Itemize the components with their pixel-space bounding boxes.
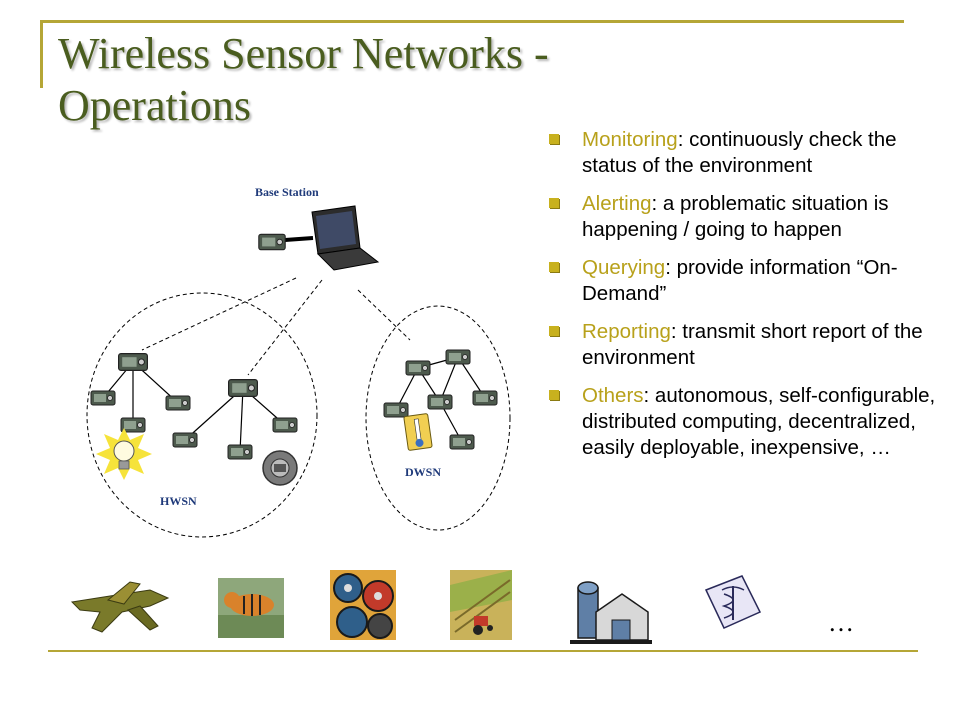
slide-title-line-2: Operations [58,81,252,130]
uplink-line [357,289,411,341]
hwsn-mote-icon [227,444,253,460]
dwsn-cluster-boundary [365,305,511,531]
bullet-square-icon [549,262,559,272]
dwsn-mote-icon [383,402,409,418]
bullet-keyword: Reporting [582,320,671,343]
bullet-text: : a problematic situation is happening /… [582,192,889,241]
farm-tractor-icon [450,570,512,640]
bullet-keyword: Querying [582,256,666,279]
base-station-cable [284,236,314,242]
airplane-icon [70,581,170,633]
bullet-square-icon [549,326,559,336]
hwsn-mote-icon [90,390,116,406]
barn-silo-icon [570,581,652,644]
base-station-laptop-icon [311,205,380,271]
slide-title-line-1: Wireless Sensor Networks - [58,29,549,78]
bullet-keyword: Alerting [582,192,652,215]
bullet-text: : provide information “On-Demand” [582,256,898,305]
more-applications-ellipsis: … [828,608,854,637]
medical-caduceus-icon [704,575,762,629]
bullet-alerting: Alerting: a problematic situation is hap… [545,191,940,243]
tiger-icon [218,578,284,638]
hwsn-cluster-boundary [86,292,318,538]
bullet-others: Others: autonomous, self-configurable, d… [545,383,940,461]
slide-title: Wireless Sensor Networks - Operations [58,28,758,132]
machinery-icon [330,570,396,640]
dwsn-mote-icon [449,434,475,450]
uplink-line [141,277,297,351]
dwsn-mote-icon [427,394,453,410]
dwsn-label: DWSN [405,465,441,479]
base-station-label: Base Station [255,185,319,199]
hwsn-mote-icon [117,353,148,371]
hwsn-mote-icon [165,395,191,411]
hwsn-label: HWSN [160,494,197,508]
bullet-square-icon [549,134,559,144]
uplink-line [247,279,323,376]
hwsn-mote-icon [272,417,298,433]
operations-list: Monitoring: continuously check the statu… [545,127,940,473]
application-pictures [70,570,762,644]
frame-left-line [40,20,43,88]
thermometer-icon [403,413,433,451]
dwsn-mote-icon [472,390,498,406]
camera-sensor-icon [262,450,298,486]
frame-top-line [42,20,904,23]
bullet-square-icon [549,390,559,400]
bullet-text: : transmit short report of the environme… [582,320,923,369]
bullet-square-icon [549,198,559,208]
light-bulb-icon [96,428,152,480]
bullet-keyword: Monitoring [582,128,678,151]
bullet-keyword: Others [582,384,644,407]
bullet-monitoring: Monitoring: continuously check the statu… [545,127,940,179]
bullet-reporting: Reporting: transmit short report of the … [545,319,940,371]
hwsn-mote-icon [228,379,258,397]
hwsn-mote-icon [172,432,198,448]
bullet-text: : continuously check the status of the e… [582,128,897,177]
bullet-querying: Querying: provide information “On-Demand… [545,255,940,307]
dwsn-mote-icon [445,349,471,365]
bullet-text: : autonomous, self-configurable, distrib… [582,384,936,459]
network-diagram: Base Station [86,185,511,538]
dwsn-mote-icon [405,360,431,376]
frame-bottom-line [48,650,918,652]
gateway-mote-icon [258,233,286,251]
